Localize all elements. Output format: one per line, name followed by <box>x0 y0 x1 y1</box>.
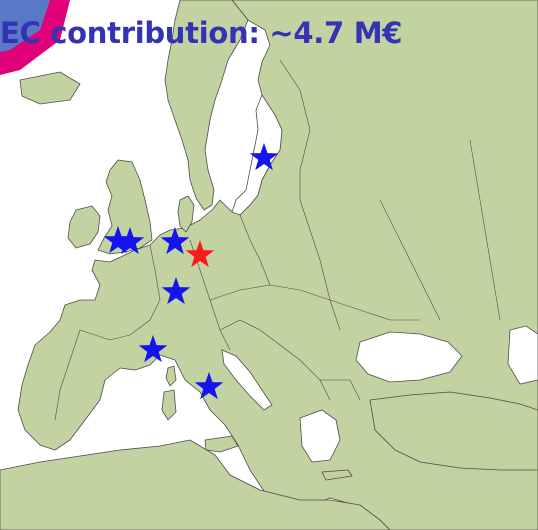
partner-star-icon <box>161 277 191 305</box>
land-anatolia <box>369 391 538 471</box>
border <box>320 379 361 401</box>
land-sardinia <box>161 389 177 421</box>
border <box>469 139 501 321</box>
border <box>329 299 420 321</box>
land-great-britain <box>97 159 153 255</box>
border <box>239 214 271 286</box>
corner-accent-blue <box>0 0 50 52</box>
land-crete <box>321 469 353 481</box>
coordinator-star-icon <box>185 240 215 268</box>
marker-layer <box>103 143 279 400</box>
border <box>219 319 261 331</box>
border <box>79 244 161 341</box>
caspian-sea <box>507 325 538 385</box>
land-iceland <box>19 71 81 105</box>
land-sicily <box>204 435 239 453</box>
land-north-africa <box>0 439 391 530</box>
border <box>259 329 331 401</box>
partner-star-icon <box>115 227 145 255</box>
black-sea <box>355 331 463 383</box>
aegean-sea <box>299 409 341 463</box>
partner-star-icon <box>249 143 279 171</box>
partner-star-icon <box>103 226 133 254</box>
adriatic-sea <box>221 349 273 411</box>
water-bodies <box>221 94 538 463</box>
border <box>279 59 311 200</box>
border <box>54 329 81 421</box>
page-title: EC contribution: ~4.7 M€ <box>0 16 403 50</box>
land-jutland <box>177 195 195 233</box>
border <box>379 199 441 321</box>
land-ireland <box>67 205 101 249</box>
land-scandinavia <box>164 0 249 211</box>
partner-star-icon <box>194 372 224 400</box>
partner-star-icon <box>138 335 168 363</box>
border <box>299 199 341 331</box>
land-corsica <box>165 365 177 387</box>
partner-star-icon <box>160 227 190 255</box>
